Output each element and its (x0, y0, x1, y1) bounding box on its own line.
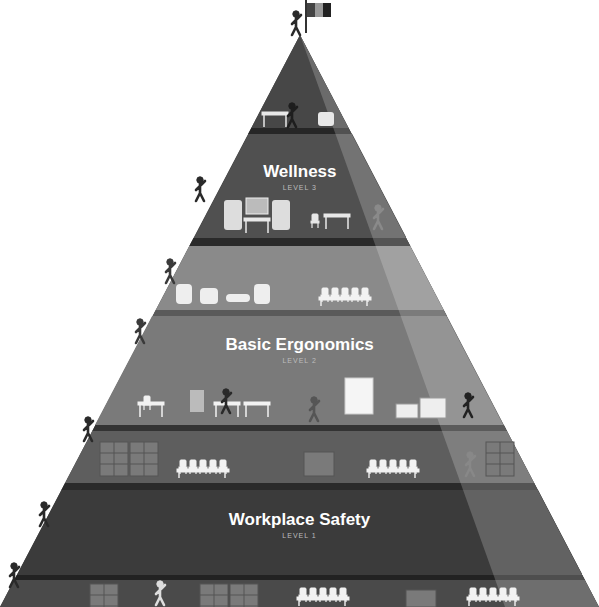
floor-strip (0, 238, 599, 246)
person-figure (310, 397, 319, 421)
pyramid-level: WellnessLEVEL 3 (194, 134, 407, 238)
person-figure (156, 581, 165, 605)
conference-table (319, 288, 371, 306)
conference-table (177, 460, 229, 478)
booth-seat (224, 200, 242, 230)
floor-strip (0, 310, 599, 316)
desk-symbol (244, 402, 270, 417)
climber-figure (166, 259, 175, 283)
floor-strip (0, 128, 599, 134)
lounge-chair (254, 284, 270, 304)
flag-stripe (323, 3, 331, 17)
top-room (0, 35, 599, 128)
flag-stripe (315, 3, 323, 17)
climber-figure (10, 563, 19, 587)
pyramid-level: Basic ErgonomicsLEVEL 2 (95, 316, 503, 425)
climber-figure (196, 177, 205, 201)
person-figure (466, 452, 475, 476)
cabinet-symbol (304, 452, 334, 476)
person-figure (464, 393, 473, 417)
desk-symbol (138, 402, 164, 417)
floor-strip (0, 575, 599, 580)
person-figure (288, 103, 297, 127)
chair-symbol (311, 214, 319, 228)
locker-symbol (100, 442, 128, 476)
whiteboard-symbol (345, 378, 373, 414)
level-number: LEVEL 1 (282, 531, 316, 540)
cabinet-symbol (406, 590, 436, 607)
climber-figure (40, 502, 49, 526)
flag-pole (305, 0, 307, 33)
room-zone (0, 580, 599, 607)
room-zone (0, 246, 599, 310)
person-figure (222, 389, 231, 413)
pyramid-level: Workplace SafetyLEVEL 1 (17, 490, 582, 575)
floor-strip (0, 483, 599, 490)
pyramid-side-face (300, 35, 599, 607)
lounge-chair (318, 112, 334, 126)
locker-symbol (486, 442, 514, 476)
locker-symbol (230, 584, 258, 607)
locker-symbol (130, 442, 158, 476)
level-title: Basic Ergonomics (225, 335, 373, 355)
floor-strip (0, 425, 599, 431)
level-title: Wellness (263, 162, 336, 182)
conference-table (367, 460, 419, 478)
level-band-fill (17, 490, 582, 575)
desk-symbol (214, 402, 240, 417)
room-zone (0, 431, 599, 483)
lounge-chair (200, 288, 218, 304)
climber-figure (84, 417, 93, 441)
level-band-shape (95, 316, 503, 425)
climber-figure (136, 319, 145, 343)
level-band-fill (95, 316, 503, 425)
level-number: LEVEL 2 (282, 356, 316, 365)
booth-seat (272, 200, 290, 230)
summit-figure (292, 11, 301, 35)
lounge-chair (176, 284, 192, 304)
conference-table (467, 588, 519, 606)
coffee-table (226, 294, 250, 302)
desk-symbol (324, 214, 350, 229)
locker-symbol (200, 584, 228, 607)
person-figure (374, 205, 383, 229)
desk-symbol (244, 218, 270, 233)
conference-table (297, 588, 349, 606)
desk-symbol (262, 112, 288, 127)
level-band-fill (194, 134, 407, 238)
flag-stripe (307, 3, 315, 17)
cabinet-symbol (190, 390, 204, 412)
level-number: LEVEL 3 (283, 183, 317, 192)
screen-symbol (246, 198, 268, 214)
box-symbol (420, 398, 446, 418)
box-symbol (396, 404, 418, 418)
locker-symbol (90, 584, 118, 607)
level-title: Workplace Safety (229, 510, 370, 530)
chair-symbol (143, 396, 151, 410)
